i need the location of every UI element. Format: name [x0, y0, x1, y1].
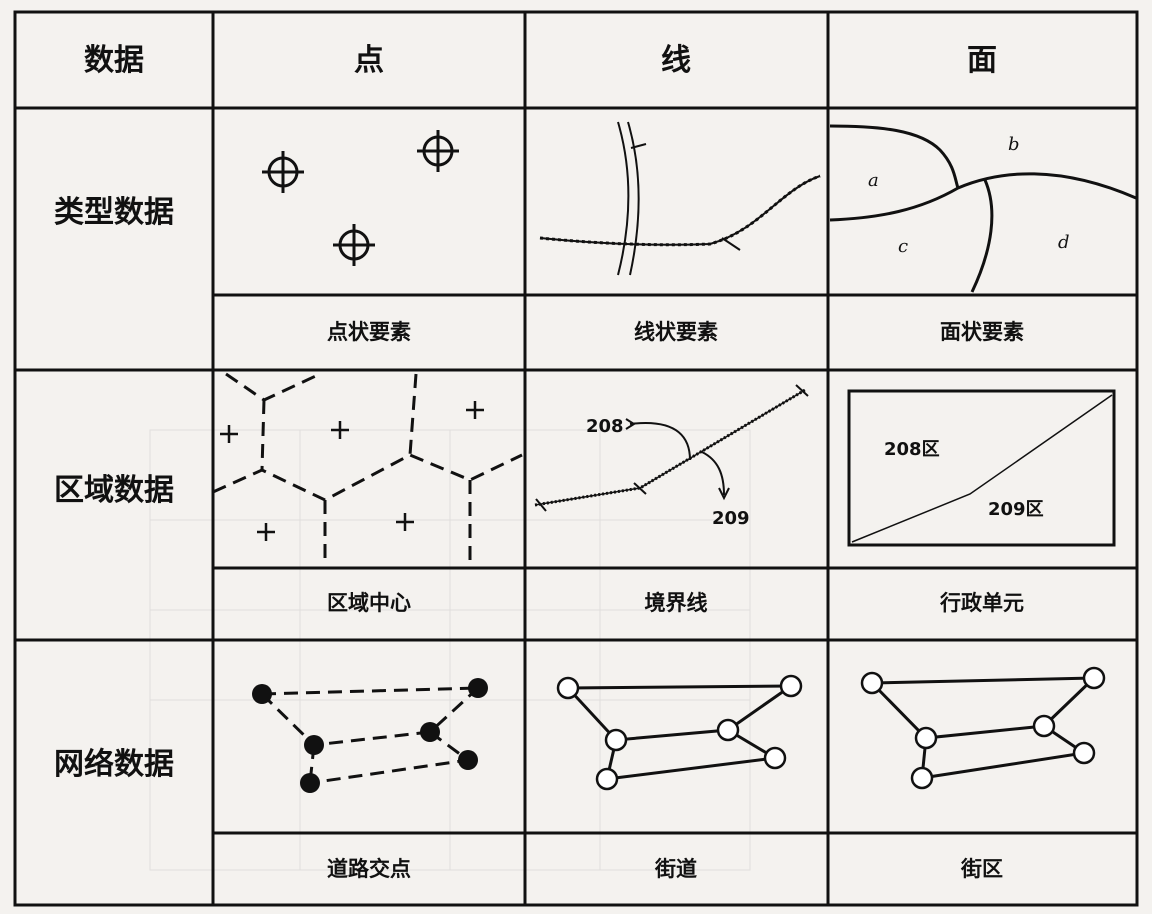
crosshair-icon — [417, 130, 459, 172]
header-area: 面 — [967, 43, 997, 78]
boundary-label-209: 209 — [712, 508, 750, 529]
polygon-label-c: c — [898, 236, 908, 257]
crosshair-icon — [262, 151, 304, 193]
header-line: 线 — [661, 43, 691, 78]
background-texture — [149, 429, 751, 871]
node-circle — [1072, 741, 1096, 765]
node-circle — [860, 671, 884, 695]
plus-icon — [257, 523, 275, 541]
header-point: 点 — [354, 43, 384, 78]
road-intersection-nodes — [252, 678, 488, 793]
caption-street: 街道 — [654, 857, 697, 881]
crosshair-icon — [333, 224, 375, 266]
caption-line-features: 线状要素 — [634, 320, 718, 344]
boundary-label-208: 208 — [586, 416, 624, 437]
node-dot — [468, 678, 488, 698]
road-intersection-figure — [260, 686, 480, 785]
plus-icon — [396, 513, 414, 531]
caption-admin-unit: 行政单元 — [939, 591, 1024, 615]
row-label-region: 区域数据 — [54, 473, 174, 508]
block-figure — [870, 676, 1096, 780]
node-circle — [910, 766, 934, 790]
polygon-label-a: a — [868, 170, 879, 191]
node-dot — [420, 722, 440, 742]
node-dot — [458, 750, 478, 770]
row-label-type: 类型数据 — [54, 195, 174, 230]
node-circle — [556, 676, 580, 700]
caption-block: 街区 — [960, 857, 1003, 881]
admin-unit-208: 208区 — [884, 439, 940, 460]
node-dot — [252, 684, 272, 704]
region-center-figure — [212, 372, 523, 565]
node-circle — [716, 718, 740, 742]
line-features-figure — [539, 121, 821, 276]
polygon-label-d: d — [1058, 232, 1070, 253]
boundary-line-figure — [534, 384, 809, 512]
admin-unit-figure — [847, 389, 1116, 547]
node-circle — [604, 728, 628, 752]
plus-icon — [466, 401, 484, 419]
node-circle — [595, 767, 619, 791]
row-label-network: 网络数据 — [54, 747, 174, 782]
caption-boundary: 境界线 — [645, 591, 708, 615]
table-grid — [13, 10, 1139, 907]
street-nodes — [556, 674, 803, 791]
node-dot — [304, 735, 324, 755]
node-circle — [763, 746, 787, 770]
caption-road-intersection: 道路交点 — [327, 857, 411, 881]
point-features-figure — [262, 130, 459, 266]
polygon-label-b: b — [1008, 134, 1020, 155]
area-features-figure — [829, 124, 1137, 293]
plus-icon — [220, 425, 238, 443]
node-circle — [1032, 714, 1056, 738]
header-data: 数据 — [84, 43, 144, 78]
admin-unit-209: 209区 — [988, 499, 1044, 520]
node-circle — [914, 726, 938, 750]
block-nodes — [860, 666, 1106, 790]
caption-region-center: 区域中心 — [327, 591, 411, 615]
node-circle — [1082, 666, 1106, 690]
caption-area-features: 面状要素 — [940, 320, 1024, 344]
plus-icon — [331, 421, 349, 439]
caption-point-features: 点状要素 — [327, 320, 411, 344]
node-dot — [300, 773, 320, 793]
node-circle — [779, 674, 803, 698]
